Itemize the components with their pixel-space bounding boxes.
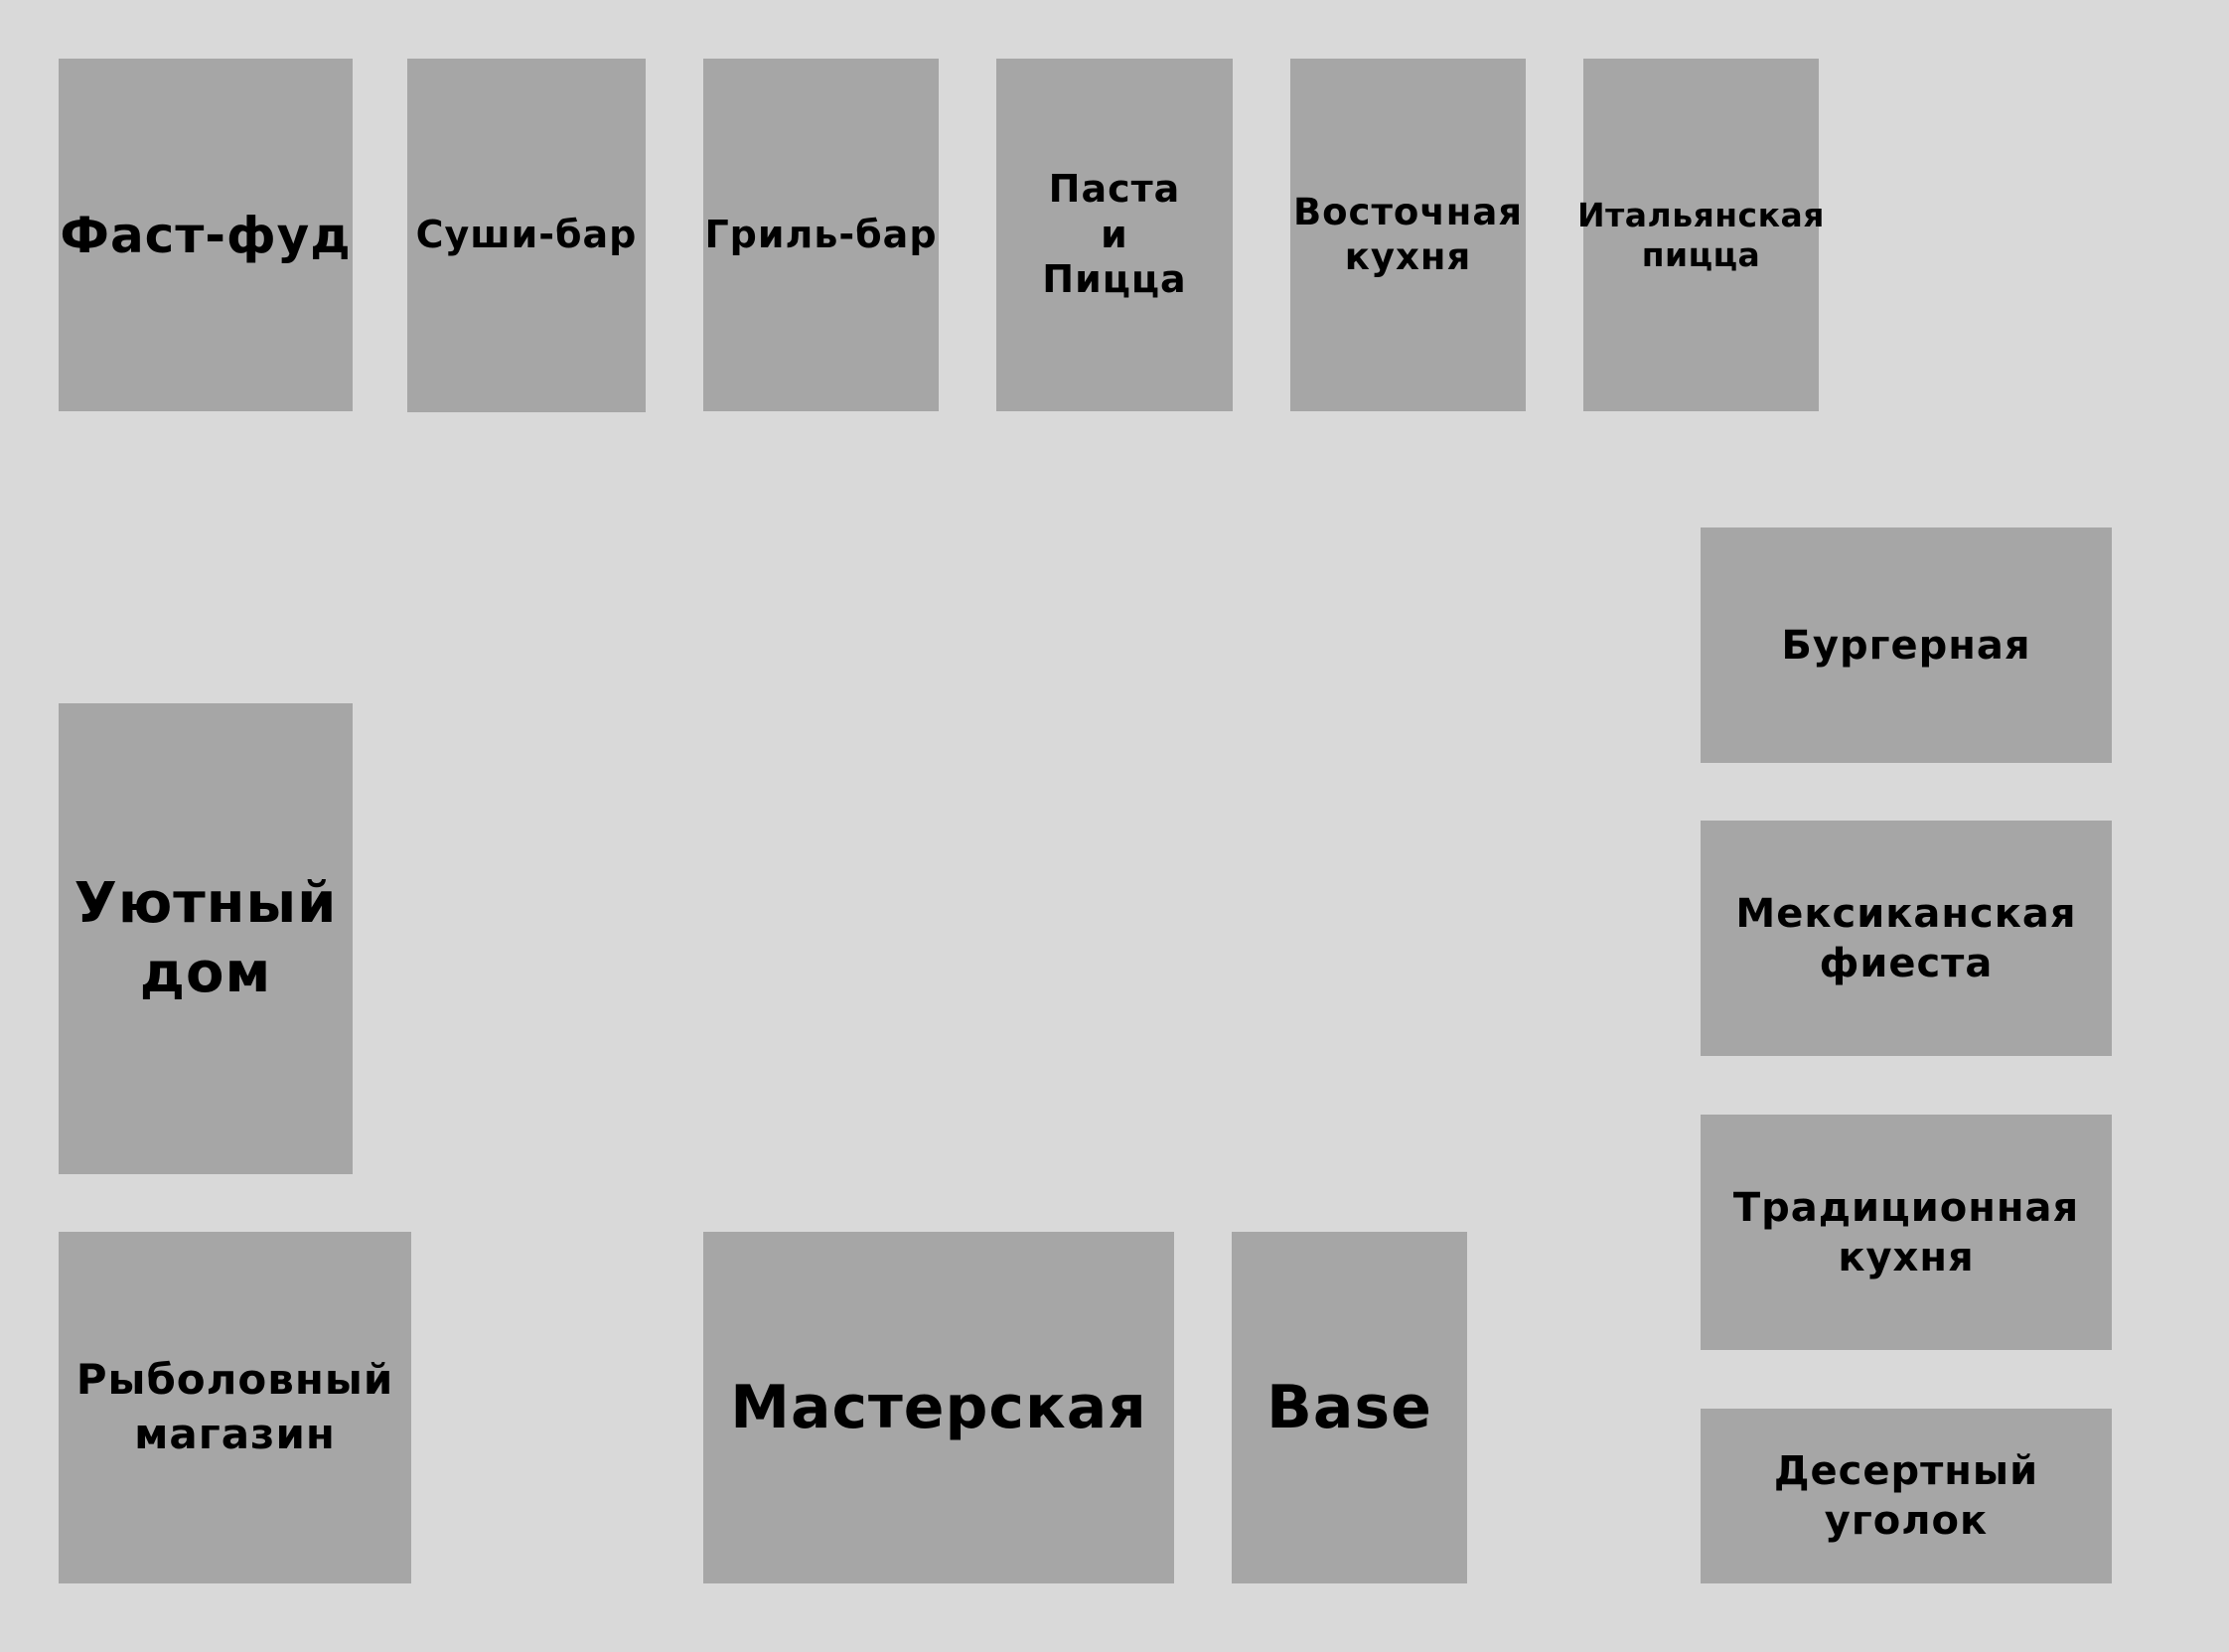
block-label: Паста и Пицца — [1042, 167, 1187, 302]
block-label: Гриль-бар — [704, 212, 938, 256]
block-label: Мексиканская фиеста — [1735, 890, 2077, 986]
block-label: Десертный уголок — [1773, 1448, 2039, 1544]
block-fishing-shop[interactable]: Рыболовный магазин — [59, 1232, 411, 1583]
block-workshop[interactable]: Мастерская — [703, 1232, 1174, 1583]
block-label: Base — [1266, 1373, 1432, 1442]
block-label: Традиционная кухня — [1732, 1184, 2080, 1280]
block-grill-bar[interactable]: Гриль-бар — [703, 59, 939, 411]
block-burger[interactable]: Бургерная — [1701, 527, 2112, 763]
block-label: Восточная кухня — [1292, 191, 1524, 278]
block-base[interactable]: Base — [1232, 1232, 1467, 1583]
block-dessert-corner[interactable]: Десертный уголок — [1701, 1409, 2112, 1583]
block-label: Итальянская пицца — [1577, 195, 1825, 274]
block-label: Бургерная — [1781, 622, 2031, 669]
block-label: Уютный дом — [74, 871, 338, 1005]
block-oriental-cuisine[interactable]: Восточная кухня — [1290, 59, 1526, 411]
block-italian-pizza[interactable]: Итальянская пицца — [1577, 59, 1824, 411]
block-label: Мастерская — [730, 1373, 1147, 1442]
block-pasta-pizza[interactable]: Паста и Пицца — [996, 59, 1233, 411]
block-label: Фаст-фуд — [60, 206, 352, 264]
block-mexican-fiesta[interactable]: Мексиканская фиеста — [1701, 821, 2112, 1056]
block-label: Суши-бар — [415, 213, 638, 257]
block-cozy-home[interactable]: Уютный дом — [59, 703, 353, 1174]
block-sushi-bar[interactable]: Суши-бар — [407, 59, 646, 412]
block-label: Рыболовный магазин — [75, 1355, 394, 1458]
block-fast-food[interactable]: Фаст-фуд — [59, 59, 353, 411]
block-traditional-cuisine[interactable]: Традиционная кухня — [1701, 1115, 2112, 1350]
